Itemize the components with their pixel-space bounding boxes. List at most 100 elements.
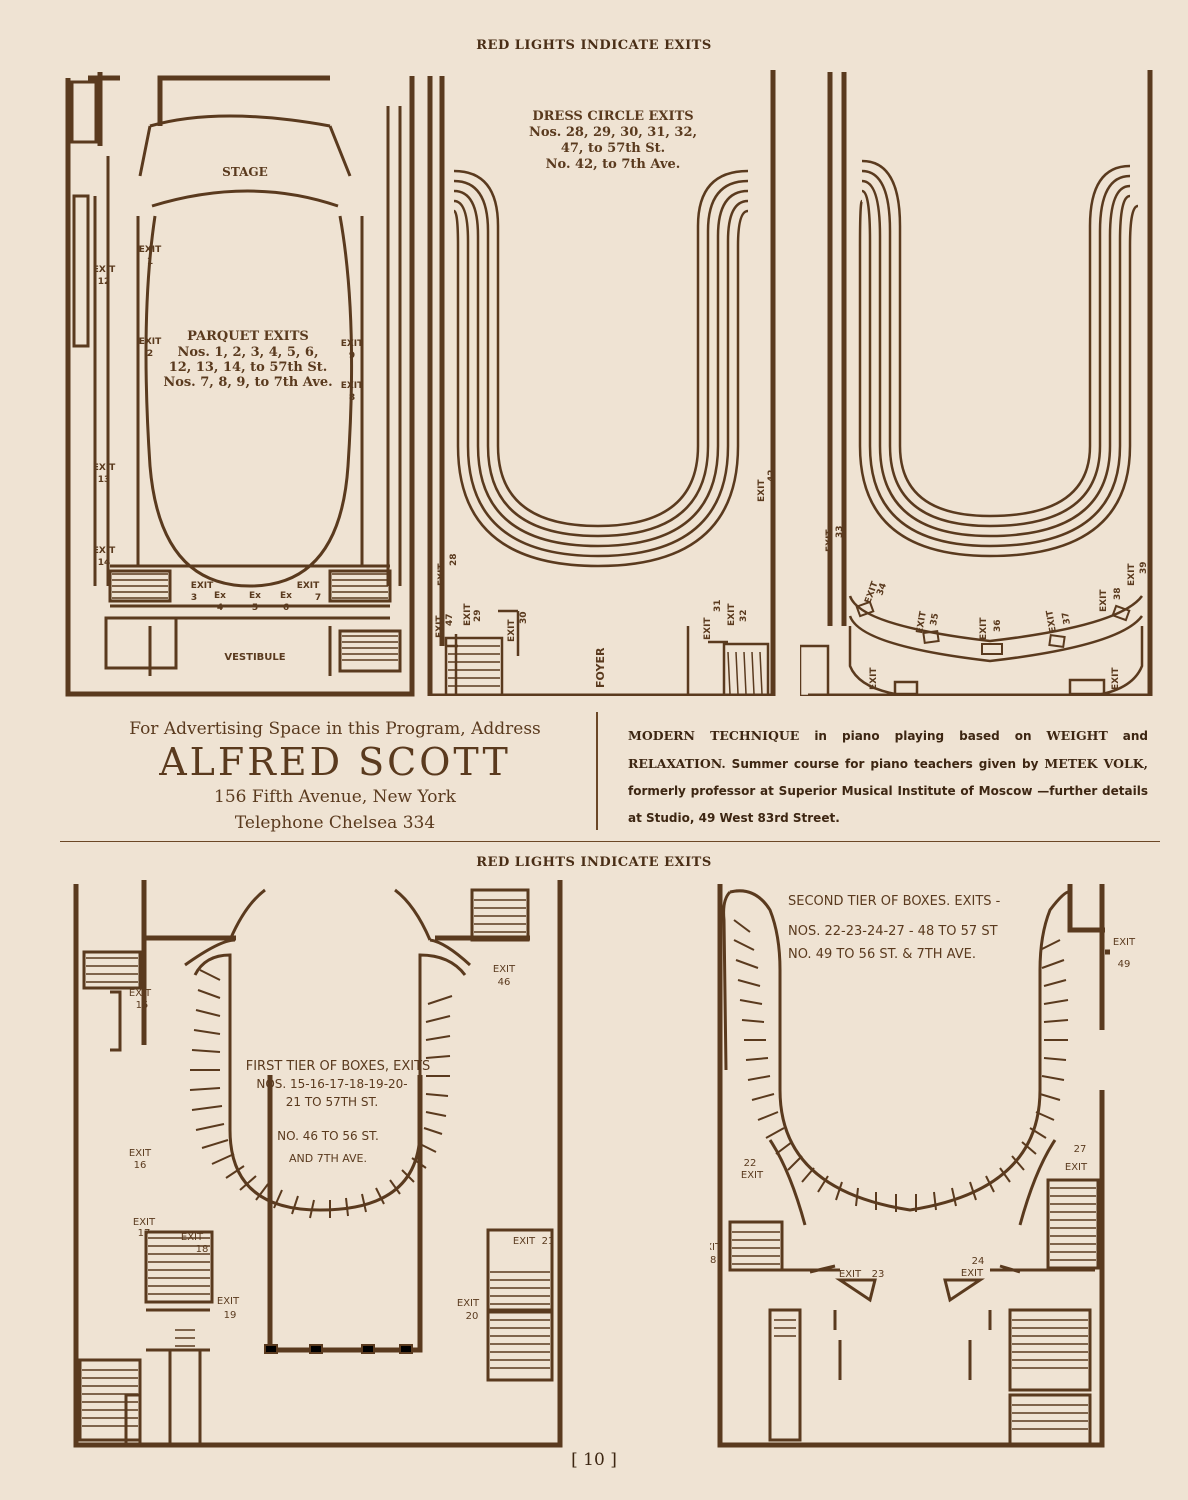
notice-text-4: formerly professor at Superior Musical I… <box>628 784 1148 825</box>
exit-5-number: 5 <box>252 603 258 613</box>
first-tier-line1: FIRST TIER OF BOXES, EXITS <box>246 1059 431 1074</box>
exit-19-word: EXIT <box>217 1296 240 1307</box>
exit-23-word: EXIT <box>839 1269 862 1280</box>
exit-49-word: EXIT <box>1113 937 1136 948</box>
exit-4-word: Ex <box>214 591 226 601</box>
advertiser-name: ALFRED SCOTT <box>159 740 511 784</box>
exit-42-word: EXIT <box>757 479 767 502</box>
exit-28-word: EXIT <box>437 563 447 586</box>
foyer-label: FOYER <box>594 647 607 688</box>
exit-33-word: EXIT <box>825 529 835 552</box>
exit-37-number: 37 <box>1061 611 1073 625</box>
exit-9-number: 9 <box>349 351 355 361</box>
exit-18-number: 18 <box>196 1244 209 1255</box>
parquet-exits-line3: Nos. 7, 8, 9, to 7th Ave. <box>163 375 332 390</box>
exit-14-number: 14 <box>98 558 111 568</box>
exit-12-word: EXIT <box>93 265 116 275</box>
dress-circle-title: DRESS CIRCLE EXITS <box>532 109 693 124</box>
exit-18-word: EXIT <box>181 1232 204 1243</box>
dress-circle-line3: No. 42, to 7th Ave. <box>546 157 681 172</box>
exit-47-word: EXIT <box>435 615 445 638</box>
balcony-exit-left: EXIT <box>869 667 879 690</box>
notice-text-1: in piano playing based on <box>799 729 1047 743</box>
exit-24-number: 24 <box>972 1256 985 1267</box>
exit-9-word: EXIT <box>341 339 364 349</box>
second-tier-line3: NO. 49 TO 56 ST. & 7TH AVE. <box>788 947 976 962</box>
exit-32-word: EXIT <box>727 603 737 626</box>
exit-16-number: 16 <box>134 1160 147 1171</box>
advertising-line: For Advertising Space in this Program, A… <box>129 719 541 739</box>
exit-27-word: EXIT <box>1065 1162 1088 1173</box>
notice-text-3: Summer course for piano teachers given b… <box>725 757 1045 771</box>
notice-bold-4: METEK VOLK, <box>1044 756 1148 771</box>
exit-8-number: 8 <box>349 393 355 403</box>
exit-16-word: EXIT <box>129 1148 152 1159</box>
header-exits-top: RED LIGHTS INDICATE EXITS <box>476 38 712 53</box>
exit-36-number: 36 <box>993 619 1003 632</box>
exit-23-number: 23 <box>872 1269 885 1280</box>
first-tier-line2: NOS. 15-16-17-18-19-20- <box>256 1077 407 1091</box>
exit-19-number: 19 <box>224 1310 237 1321</box>
exit-38-word: EXIT <box>1099 589 1109 612</box>
exit-28-number: 28 <box>449 553 459 566</box>
exit-20-word: EXIT <box>457 1298 480 1309</box>
exit-1-number: 1 <box>147 257 153 267</box>
exit-14-word: EXIT <box>93 546 116 556</box>
dress-circle-line2: 47, to 57th St. <box>561 141 665 156</box>
exit-30-number: 30 <box>519 611 529 624</box>
exit-37-word: EXIT <box>1045 608 1059 633</box>
parquet-exits-title: PARQUET EXITS <box>187 329 309 344</box>
ad-divider-horizontal <box>60 841 1160 842</box>
exit-15-number: 15 <box>136 1000 149 1011</box>
advertiser-phone: Telephone Chelsea 334 <box>234 813 436 833</box>
exit-46-word: EXIT <box>493 964 516 975</box>
exit-24-word: EXIT <box>961 1268 984 1279</box>
exit-15-word: EXIT <box>129 988 152 999</box>
exit-47-number: 47 <box>445 613 455 626</box>
exit-36-word: EXIT <box>979 617 989 640</box>
exit-7-word: EXIT <box>297 581 320 591</box>
exit-35-word: EXIT <box>915 610 929 635</box>
exit-3-word: EXIT <box>191 581 214 591</box>
exit-2-number: 2 <box>147 349 153 359</box>
exit-33-number: 33 <box>835 525 845 538</box>
first-tier-line4: NO. 46 TO 56 ST. <box>277 1129 379 1143</box>
exit-3-number: 3 <box>191 593 197 603</box>
balcony-exit-right: EXIT <box>1111 667 1121 690</box>
exit-13-number: 13 <box>98 475 111 485</box>
exit-1-word: EXIT <box>139 245 162 255</box>
ad-divider-vertical <box>596 712 598 830</box>
parquet-exits-line1: Nos. 1, 2, 3, 4, 5, 6, <box>178 345 319 360</box>
dress-circle-plan: DRESS CIRCLE EXITS Nos. 28, 29, 30, 31, … <box>427 70 777 696</box>
notice-bold-1: MODERN TECHNIQUE <box>628 728 800 743</box>
exit-31-number: 31 <box>713 599 723 612</box>
notice-bold-3: RELAXATION. <box>628 756 726 771</box>
first-tier-plan: FIRST TIER OF BOXES, EXITS NOS. 15-16-17… <box>73 880 563 1448</box>
exit-17-number: 17 <box>138 1228 151 1239</box>
advertiser-address: 156 Fifth Avenue, New York <box>214 787 456 807</box>
exit-39-number: 39 <box>1139 561 1149 574</box>
advertising-notice: For Advertising Space in this Program, A… <box>80 718 590 836</box>
second-tier-plan: SECOND TIER OF BOXES. EXITS - NOS. 22-23… <box>710 884 1136 1448</box>
second-tier-line2: NOS. 22-23-24-27 - 48 TO 57 ST <box>788 924 998 939</box>
exit-27-number: 27 <box>1074 1144 1087 1155</box>
stage-label: STAGE <box>222 165 268 179</box>
exit-49-number: 49 <box>1118 959 1131 970</box>
exit-21-word: EXIT <box>513 1236 536 1247</box>
first-tier-line3: 21 TO 57TH ST. <box>286 1095 378 1109</box>
exit-39-word: EXIT <box>1127 563 1137 586</box>
first-tier-line5: AND 7TH AVE. <box>289 1152 367 1165</box>
exit-34-number: 34 <box>875 582 889 597</box>
notice-bold-2: WEIGHT <box>1046 728 1108 743</box>
exit-4-number: 4 <box>217 603 223 613</box>
exit-46-number: 46 <box>498 977 511 988</box>
exit-22-word: EXIT <box>741 1170 764 1181</box>
exit-30-word: EXIT <box>507 619 517 642</box>
exit-38-number: 38 <box>1113 587 1123 600</box>
exit-6-number: 6 <box>283 603 289 613</box>
exit-20-number: 20 <box>466 1311 479 1322</box>
exit-48-number: 48 <box>710 1255 716 1266</box>
exit-48-word: EXIT <box>710 1242 722 1253</box>
exit-17-word: EXIT <box>133 1217 156 1228</box>
